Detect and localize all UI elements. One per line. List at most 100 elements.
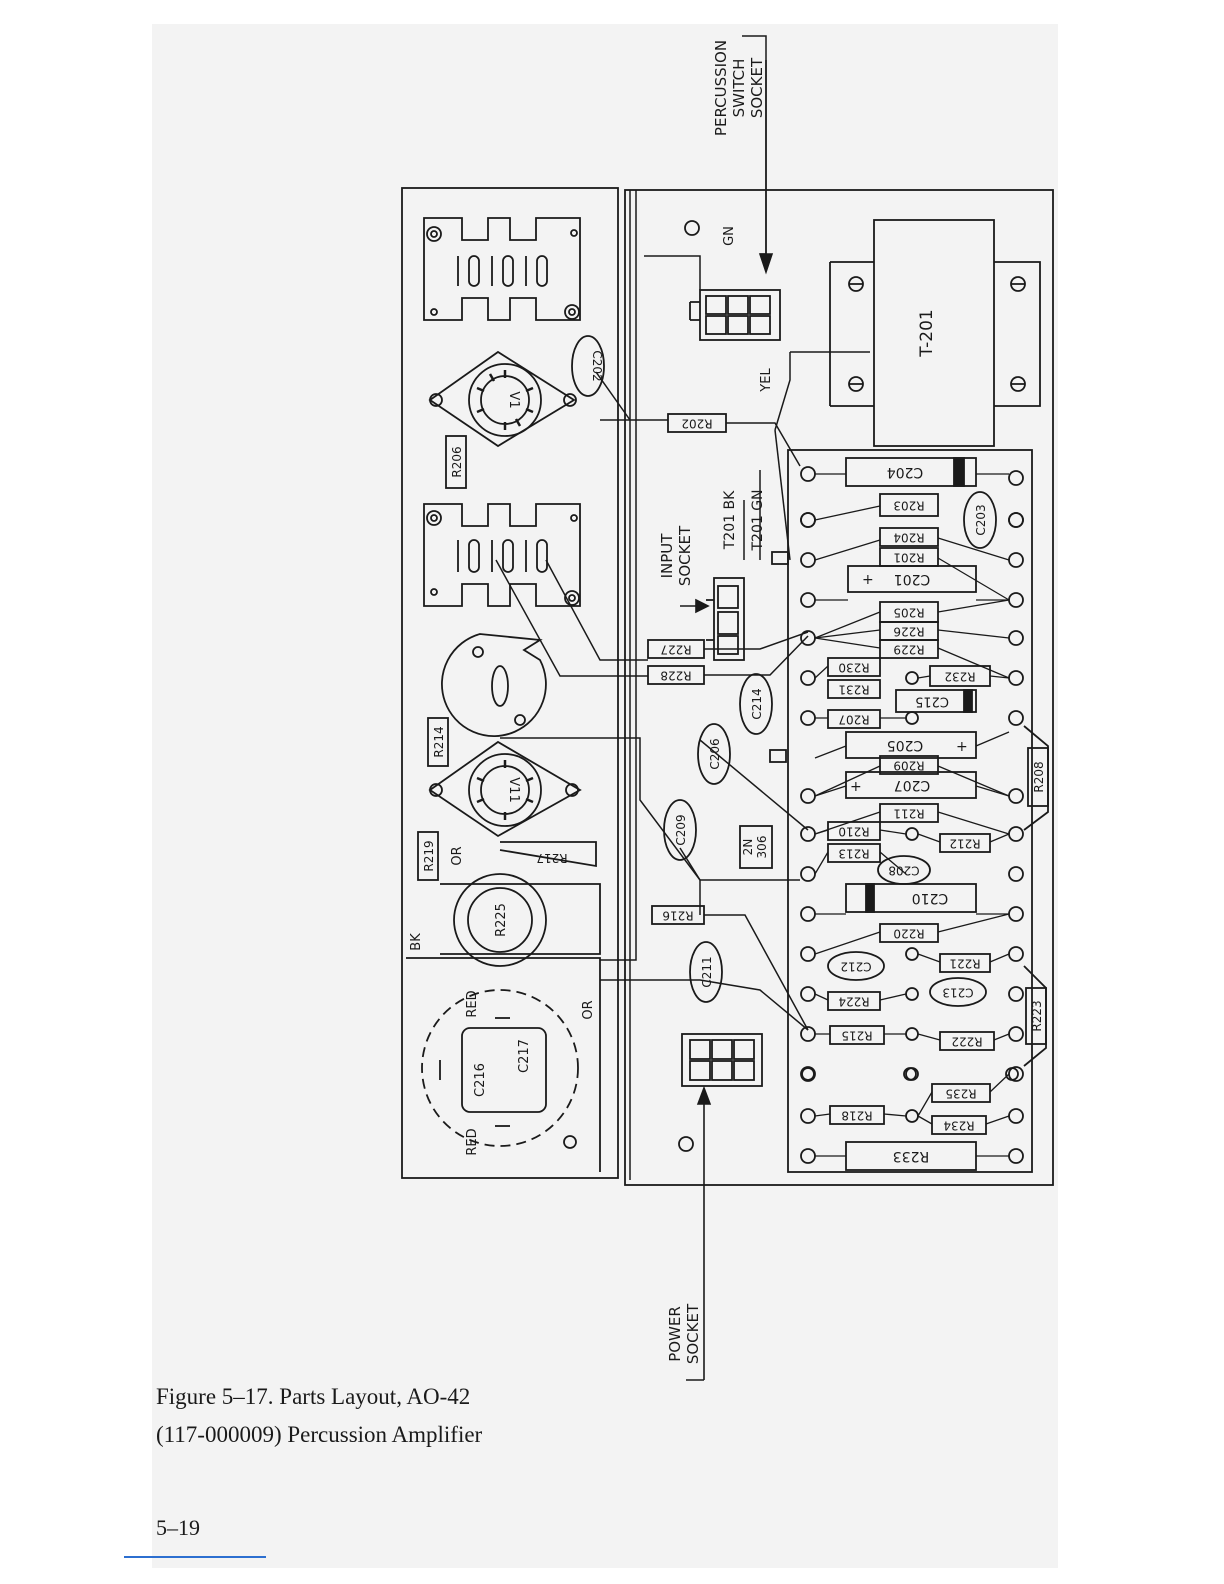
control-socket <box>441 633 547 737</box>
c208-label: C208 <box>888 864 919 878</box>
capacitor-c202: C202 <box>571 335 605 397</box>
r226-label: R226 <box>893 625 924 639</box>
r217-label: R217 <box>536 851 567 865</box>
input-callout-line2: SOCKET <box>676 525 694 586</box>
r215-label: R215 <box>841 1029 872 1043</box>
capacitor-c211: C211 <box>689 941 723 1003</box>
resistor-r202: R202 <box>667 413 727 433</box>
transistor-label-line2: 306 <box>755 836 769 859</box>
resistor-r209: R209 <box>879 755 939 775</box>
r201-label: R201 <box>893 551 924 565</box>
resistor-body <box>827 843 881 863</box>
resistor-body <box>879 493 939 517</box>
c201-label: C201 <box>894 571 931 587</box>
capacitor-c210: C210 <box>845 883 977 913</box>
resistor-body <box>827 821 881 841</box>
capacitor-c201: + C201 <box>847 565 977 593</box>
tube-socket-v11: V11 <box>428 740 582 838</box>
resistor-r215: R215 <box>829 1025 885 1045</box>
r230-label: R230 <box>838 661 869 675</box>
percussion-socket-callout: PERCUSSION SWITCH SOCKET <box>712 40 766 136</box>
r209-label: R209 <box>893 759 924 773</box>
r219-label: R219 <box>422 840 436 871</box>
capacitor-c207: + C207 <box>845 771 977 799</box>
c204-label: C204 <box>887 464 924 480</box>
r228-label: R228 <box>660 669 691 683</box>
resistor-body <box>879 923 939 943</box>
r213-label: R213 <box>838 847 869 861</box>
wire-label-yel: YEL <box>759 368 774 393</box>
r211-label: R211 <box>893 807 924 821</box>
capacitor-c204: C204 <box>845 457 977 487</box>
c203-label: C203 <box>974 504 988 535</box>
r207-label: R207 <box>838 713 869 727</box>
r202-label: R202 <box>681 417 712 431</box>
r206-label: R206 <box>450 446 464 477</box>
r229-label: R229 <box>893 643 924 657</box>
resistor-body <box>879 527 939 547</box>
t201-label: T-201 <box>917 309 937 357</box>
r214-label: R214 <box>432 726 446 757</box>
resistor-body <box>879 803 939 823</box>
resistor-r221: R221 <box>939 953 991 973</box>
resistor-r234: R234 <box>931 1115 987 1135</box>
percussion-callout-line2: SWITCH <box>730 59 748 118</box>
wire-label-red-top: RED <box>465 990 480 1017</box>
wire-label-or-lower: OR <box>581 1000 596 1019</box>
component-board <box>787 449 1033 1173</box>
figure-caption: Figure 5–17. Parts Layout, AO-42 (117-00… <box>156 1378 636 1454</box>
capacitor-can-c216-c217: C216 C217 <box>406 957 601 1172</box>
c209-label: C209 <box>674 814 688 845</box>
board-holes <box>800 512 1024 1081</box>
resistor-body <box>827 991 881 1011</box>
input-socket-connector <box>706 577 745 661</box>
input-socket-callout: INPUT SOCKET <box>658 525 694 586</box>
resistor-body <box>879 639 939 659</box>
resistor-r206: R206 <box>445 435 467 489</box>
left-chassis-panel <box>401 187 619 1179</box>
resistor-r204: R204 <box>879 527 939 547</box>
board-resistor-group: R203R204R201R205R226R229R230R232R231R207… <box>827 493 995 1135</box>
mounting-hole-bottom <box>678 1136 694 1152</box>
r218-label: R218 <box>841 1109 872 1123</box>
resistor-r228: R228 <box>647 665 705 685</box>
mounting-hole-top <box>684 220 700 236</box>
r210-label: R210 <box>838 825 869 839</box>
power-socket-callout: POWER SOCKET <box>666 1303 702 1364</box>
resistor-body <box>931 1115 987 1135</box>
resistor-r232: R232 <box>929 665 991 687</box>
percussion-callout-line1: PERCUSSION <box>712 40 730 136</box>
r233-label: R233 <box>893 1148 929 1164</box>
resistor-r230: R230 <box>827 657 881 677</box>
resistor-r205: R205 <box>879 601 939 623</box>
resistor-r231: R231 <box>827 679 881 699</box>
resistor-r210: R210 <box>827 821 881 841</box>
transformer-t201: T-201 <box>829 219 1041 447</box>
capacitor-c214: C214 <box>739 673 773 735</box>
resistor-body <box>939 1031 995 1051</box>
c217-label: C217 <box>517 1039 532 1073</box>
resistor-r214: R214 <box>427 717 449 767</box>
caption-line-1: Figure 5–17. Parts Layout, AO-42 <box>156 1384 471 1409</box>
resistor-r222: R222 <box>939 1031 995 1051</box>
c212-label: C212 <box>840 960 871 974</box>
input-callout-line1: INPUT <box>658 533 676 579</box>
r235-label: R235 <box>945 1087 976 1101</box>
board-wires <box>814 473 1010 1157</box>
r227-label: R227 <box>660 643 691 657</box>
capacitor-c203: C203 <box>963 491 997 549</box>
r208-label: R208 <box>1032 761 1046 792</box>
resistor-r212: R212 <box>939 833 991 853</box>
c211-label: C211 <box>700 956 714 987</box>
resistor-r211: R211 <box>879 803 939 823</box>
heatsink-top <box>423 217 581 321</box>
c205-label: C205 <box>887 737 924 753</box>
r231-label: R231 <box>838 683 869 697</box>
resistor-r201: R201 <box>879 547 939 567</box>
caption-line-2: (117-000009) Percussion Amplifier <box>156 1422 483 1447</box>
wiring <box>495 35 870 1180</box>
resistor-r217: R217 <box>499 841 597 868</box>
c206-label: C206 <box>708 738 722 769</box>
resistor-r213: R213 <box>827 843 881 863</box>
